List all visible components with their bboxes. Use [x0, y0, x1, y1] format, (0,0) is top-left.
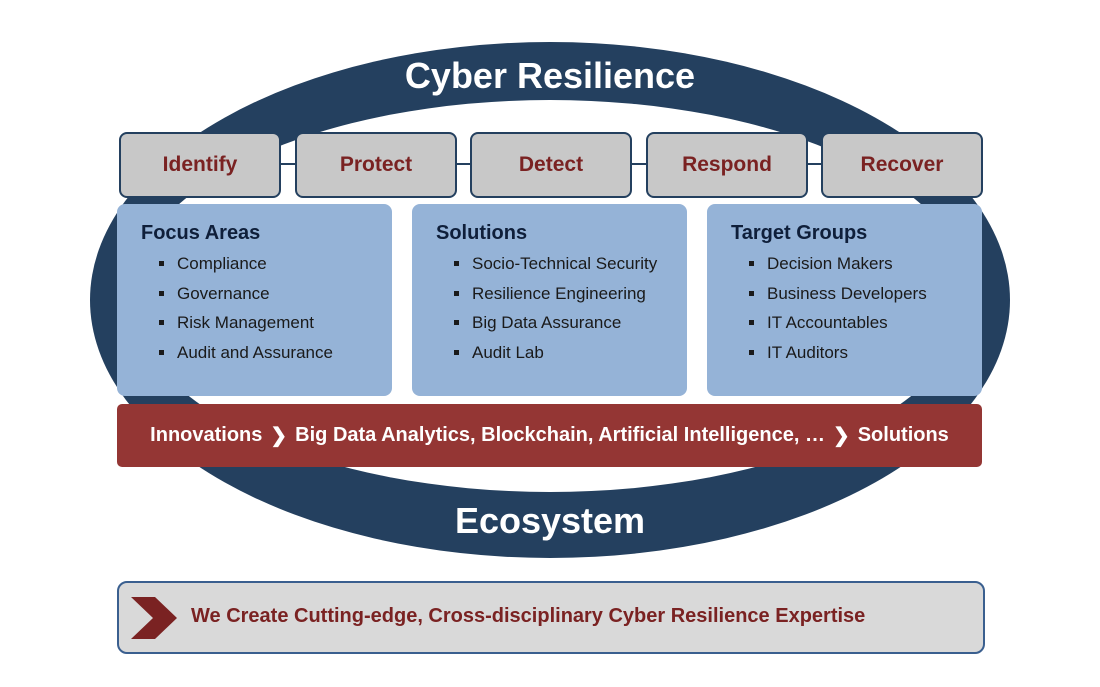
list-item: Socio-Technical Security	[454, 254, 657, 284]
chevron-arrow-icon	[131, 597, 177, 639]
list-item: Decision Makers	[749, 254, 927, 284]
mission-text: We Create Cutting-edge, Cross-disciplina…	[191, 605, 866, 627]
phase-detect: Detect	[470, 132, 632, 198]
phase-identify: Identify	[119, 132, 281, 198]
list-item: Compliance	[159, 254, 333, 284]
technologies-label: Big Data Analytics, Blockchain, Artifici…	[295, 424, 825, 446]
list-item: Audit Lab	[454, 343, 657, 373]
mission-banner: We Create Cutting-edge, Cross-disciplina…	[117, 581, 985, 654]
card-heading: Focus Areas	[141, 222, 261, 244]
list-item: Audit and Assurance	[159, 343, 333, 373]
chevron-right-icon: ❯	[832, 425, 850, 447]
list-item: Governance	[159, 284, 333, 314]
list-item: Big Data Assurance	[454, 313, 657, 343]
list-item: Business Developers	[749, 284, 927, 314]
list-item: Resilience Engineering	[454, 284, 657, 314]
innovation-bar: Innovations ❯ Big Data Analytics, Blockc…	[117, 404, 982, 467]
ecosystem-label: Ecosystem	[454, 500, 646, 541]
solutions-label: Solutions	[857, 424, 949, 446]
list-item: IT Accountables	[749, 313, 927, 343]
diagram-title: Cyber Resilience	[404, 55, 696, 96]
card-heading: Solutions	[436, 222, 528, 244]
innovations-label: Innovations	[150, 424, 263, 446]
list-item: IT Auditors	[749, 343, 927, 373]
chevron-right-icon: ❯	[270, 425, 288, 447]
card-target-groups: Target Groups Decision Makers Business D…	[707, 204, 982, 396]
phase-protect: Protect	[295, 132, 457, 198]
card-heading: Target Groups	[731, 222, 868, 244]
card-focus-areas: Focus Areas Compliance Governance Risk M…	[117, 204, 392, 396]
list-item: Risk Management	[159, 313, 333, 343]
card-solutions: Solutions Socio-Technical Security Resil…	[412, 204, 687, 396]
phase-respond: Respond	[646, 132, 808, 198]
phase-recover: Recover	[821, 132, 983, 198]
